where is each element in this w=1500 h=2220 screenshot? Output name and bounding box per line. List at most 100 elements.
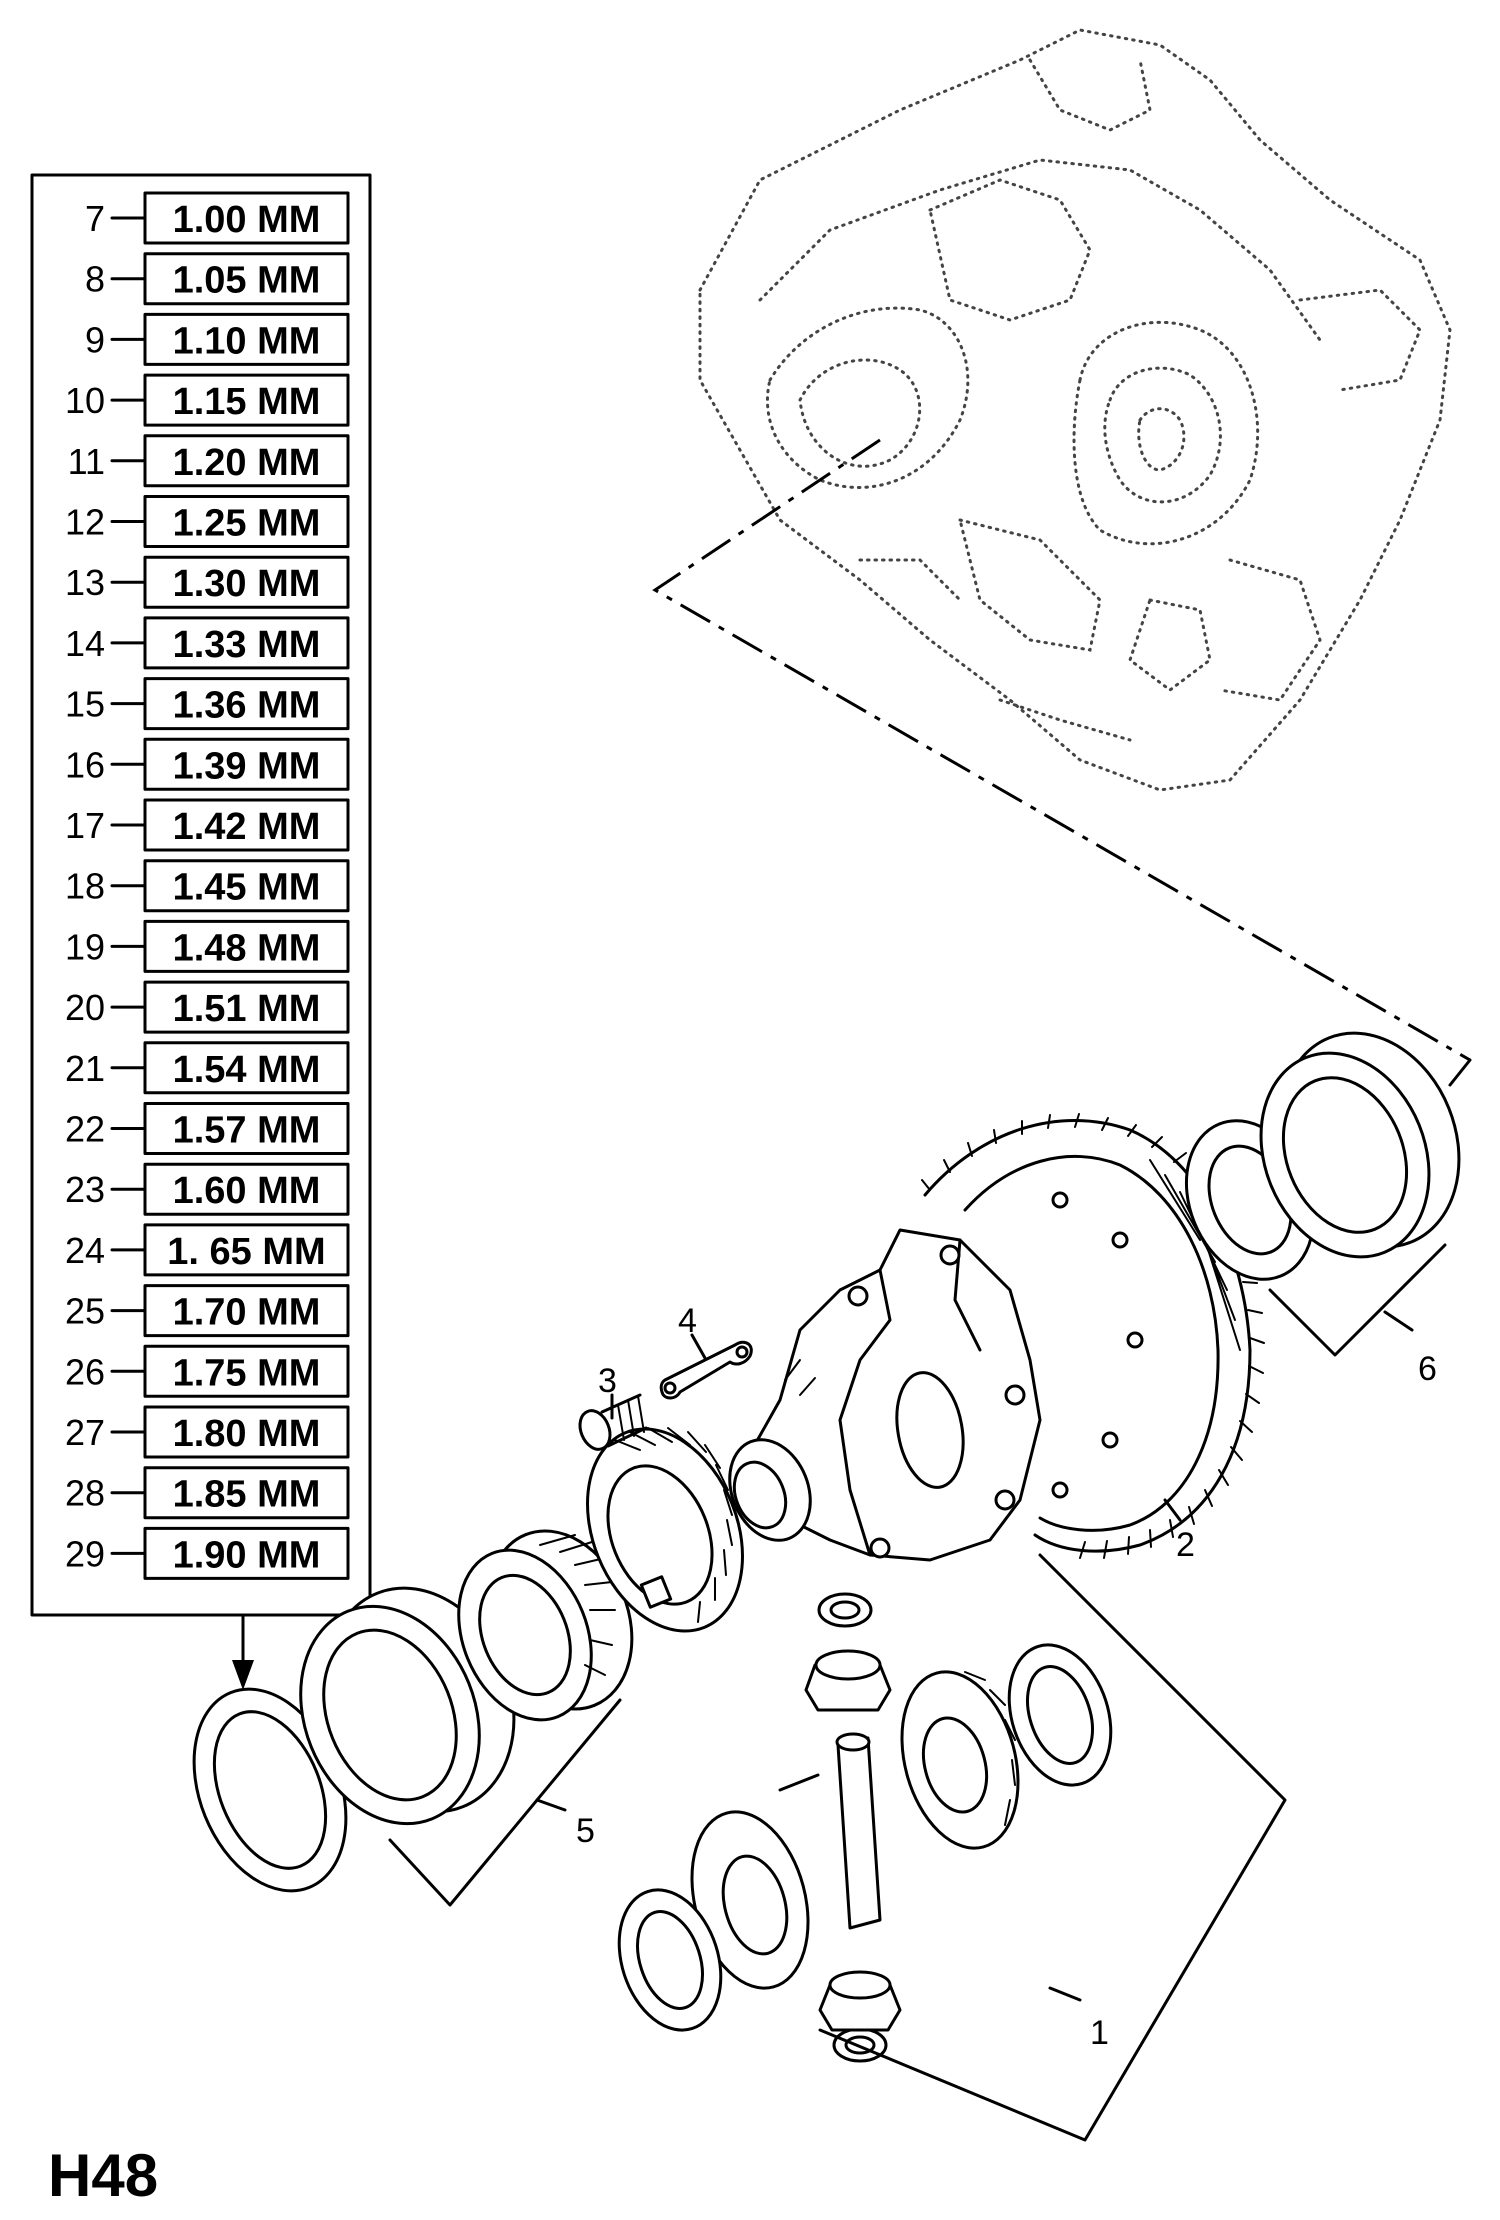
shim-part-number: 10 <box>65 380 105 421</box>
shim-part-number: 18 <box>65 866 105 907</box>
shim-table-row: 10 1.15 MM <box>65 373 350 427</box>
shim-table-row: 17 1.42 MM <box>65 798 350 852</box>
tapered-roller-bearing-left <box>457 1529 634 1722</box>
shim-value-box <box>143 373 350 427</box>
shim-value-box <box>143 1162 350 1216</box>
shim-table-row: 16 1.39 MM <box>65 737 350 791</box>
shim-thickness-value: 1.60 MM <box>173 1170 321 1212</box>
shim-thickness-value: 1.30 MM <box>173 563 321 605</box>
shim-thickness-value: 1.05 MM <box>173 260 321 302</box>
shim-value-box <box>143 191 350 245</box>
shim-value-box <box>143 252 350 306</box>
shim-part-number: 8 <box>85 259 105 300</box>
shim-thickness-value: 1.75 MM <box>173 1352 321 1394</box>
bolt <box>578 1393 648 1451</box>
shim-thickness-value: 1.15 MM <box>173 381 321 423</box>
shim-table-row: 18 1.45 MM <box>65 859 350 913</box>
shim-value-box <box>143 495 350 548</box>
shim-thickness-value: 1.70 MM <box>173 1292 321 1334</box>
shim-value-box <box>143 1102 350 1155</box>
shim-part-number: 28 <box>65 1473 105 1514</box>
shim-table-row: 8 1.05 MM <box>85 252 350 306</box>
callout-3: 3 <box>598 1362 617 1400</box>
shim-part-number: 27 <box>65 1412 105 1453</box>
shim-table-row: 20 1.51 MM <box>65 980 350 1034</box>
shim-value-box <box>143 434 350 488</box>
shim-part-number: 12 <box>65 502 105 543</box>
shim-value-box <box>143 677 350 731</box>
shim-part-number: 13 <box>65 562 105 603</box>
differential-housing <box>728 1228 1042 1562</box>
shim-part-number: 20 <box>65 987 105 1028</box>
shim-table-row: 11 1.20 MM <box>68 434 350 488</box>
shim-part-number: 24 <box>65 1230 105 1271</box>
shim-value-box <box>143 1344 350 1398</box>
shim-value-box <box>143 312 350 366</box>
shim-value-box <box>143 1041 350 1095</box>
shim-part-number: 22 <box>65 1109 105 1150</box>
shim-part-number: 21 <box>65 1048 105 1089</box>
shim-table-row: 14 1.33 MM <box>65 616 350 670</box>
shim-part-number: 7 <box>85 198 105 239</box>
assembly-reference-lines <box>652 438 1472 1087</box>
callout-6: 6 <box>1418 1350 1437 1388</box>
shim-part-number: 29 <box>65 1533 105 1574</box>
shim-thickness-value: 1.80 MM <box>173 1413 321 1455</box>
callout-1: 1 <box>1090 2014 1109 2052</box>
shim-part-number: 23 <box>65 1169 105 1210</box>
shim-value-box <box>143 1284 350 1338</box>
page-id: H48 <box>48 2142 158 2209</box>
shim-table-row: 23 1.60 MM <box>65 1162 350 1216</box>
shim-table-row: 13 1.30 MM <box>65 555 350 609</box>
shim-value-box <box>143 859 350 913</box>
shim-part-number: 25 <box>65 1291 105 1332</box>
shim-value-box <box>143 919 350 973</box>
table-arrow-head <box>232 1660 254 1690</box>
shim-thickness-value: 1.33 MM <box>173 624 321 666</box>
shim-table-row: 25 1.70 MM <box>65 1284 350 1338</box>
shim-part-number: 17 <box>65 805 105 846</box>
bearing-outer-race-right <box>1259 1031 1461 1259</box>
shim-table-row: 27 1.80 MM <box>65 1405 350 1459</box>
shim-value-box <box>143 555 350 609</box>
shim-value-box <box>143 1405 350 1459</box>
shim-table-row: 26 1.75 MM <box>65 1344 350 1398</box>
shim-value-box <box>143 1526 350 1580</box>
shim-thickness-value: 1.57 MM <box>173 1110 321 1152</box>
shim-part-number: 14 <box>65 623 105 664</box>
lock-plate <box>659 1340 753 1400</box>
shim-table-row: 22 1.57 MM <box>65 1102 350 1155</box>
shim-table-row: 21 1.54 MM <box>65 1041 350 1095</box>
callout-leaders <box>388 1243 1447 2142</box>
bearing-outer-race-left <box>299 1586 516 1826</box>
shim-thickness-value: 1.51 MM <box>173 988 321 1030</box>
shim-thickness-value: 1.48 MM <box>173 927 321 969</box>
shim-thickness-value: 1.42 MM <box>173 806 321 848</box>
callout-5: 5 <box>576 1812 595 1850</box>
shim-thickness-value: 1.25 MM <box>173 503 321 545</box>
shim-table-row: 19 1.48 MM <box>65 919 350 973</box>
differential-internals <box>617 1592 1113 2063</box>
shim-value-box <box>143 980 350 1034</box>
shim-part-number: 26 <box>65 1351 105 1392</box>
shim-thickness-value: 1.45 MM <box>173 867 321 909</box>
callout-2: 2 <box>1176 1526 1195 1564</box>
shim-part-number: 19 <box>65 926 105 967</box>
shim-value-box <box>143 1223 350 1277</box>
callout-4: 4 <box>678 1302 697 1340</box>
shim-thickness-value: 1.39 MM <box>173 745 321 787</box>
shim-part-number: 16 <box>65 744 105 785</box>
shim-thickness-value: 1.54 MM <box>173 1049 321 1091</box>
shim-thickness-value: 1.20 MM <box>173 442 321 484</box>
speedometer-drive-gear <box>586 1427 744 1633</box>
shim-thickness-value: 1.36 MM <box>173 685 321 727</box>
shim-part-number: 11 <box>68 441 105 482</box>
